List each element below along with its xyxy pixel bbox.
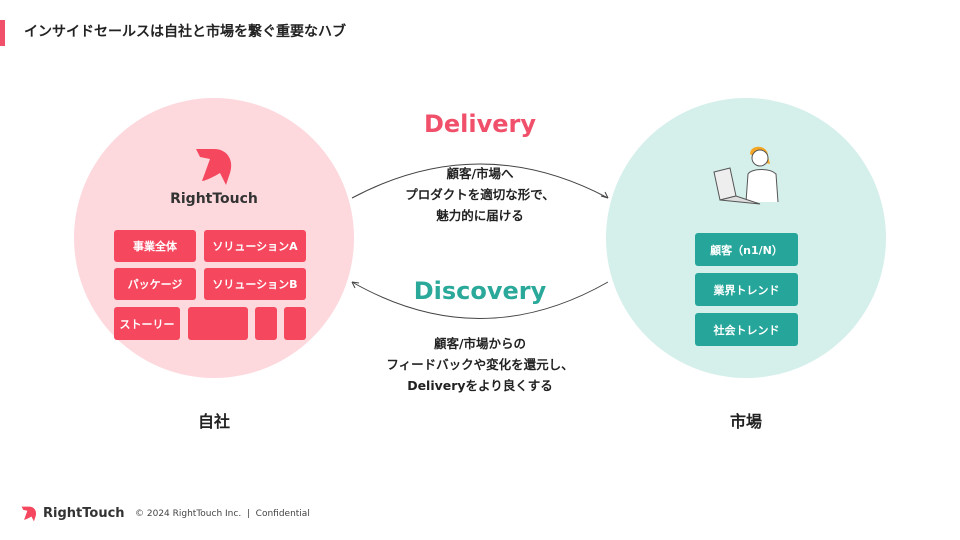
market-label: 市場 [729, 412, 762, 431]
company-box-blank [188, 307, 248, 340]
company-box-blank [284, 307, 306, 340]
market-box-social-trend: 社会トレンド [695, 313, 798, 346]
flow-arrows [351, 163, 609, 319]
company-box-business: 事業全体 [114, 230, 196, 262]
market-box-customer: 顧客（n1/N） [695, 233, 798, 266]
company-box-blank [255, 307, 277, 340]
delivery-arrow [351, 163, 609, 199]
footer-logo-icon [21, 506, 37, 522]
title-accent-bar [0, 20, 5, 46]
market-box-industry-trend: 業界トレンド [695, 273, 798, 306]
footer-copyright: © 2024 RightTouch Inc. | Confidential [135, 509, 310, 519]
footer-logo-text: RightTouch [43, 506, 125, 521]
page-title: インサイドセールスは自社と市場を繋ぐ重要なハブ [24, 24, 346, 40]
discovery-description: 顧客/市場からのフィードバックや変化を還元し、Deliveryをより良くする [386, 336, 574, 393]
company-box-solution-a: ソリューションA [204, 230, 306, 262]
company-box-story: ストーリー [114, 307, 180, 340]
righttouch-logo-icon [196, 149, 232, 185]
delivery-title: Delivery [423, 110, 537, 138]
delivery-description: 顧客/市場へプロダクトを適切な形で、魅力的に届ける [405, 166, 555, 223]
discovery-arrow [351, 281, 609, 319]
discovery-title: Discovery [413, 277, 547, 305]
company-box-package: パッケージ [114, 268, 196, 300]
company-label: 自社 [197, 412, 230, 431]
righttouch-logo-text: RightTouch [170, 191, 258, 207]
company-box-solution-b: ソリューションB [204, 268, 306, 300]
operator-illustration-icon [713, 146, 779, 205]
